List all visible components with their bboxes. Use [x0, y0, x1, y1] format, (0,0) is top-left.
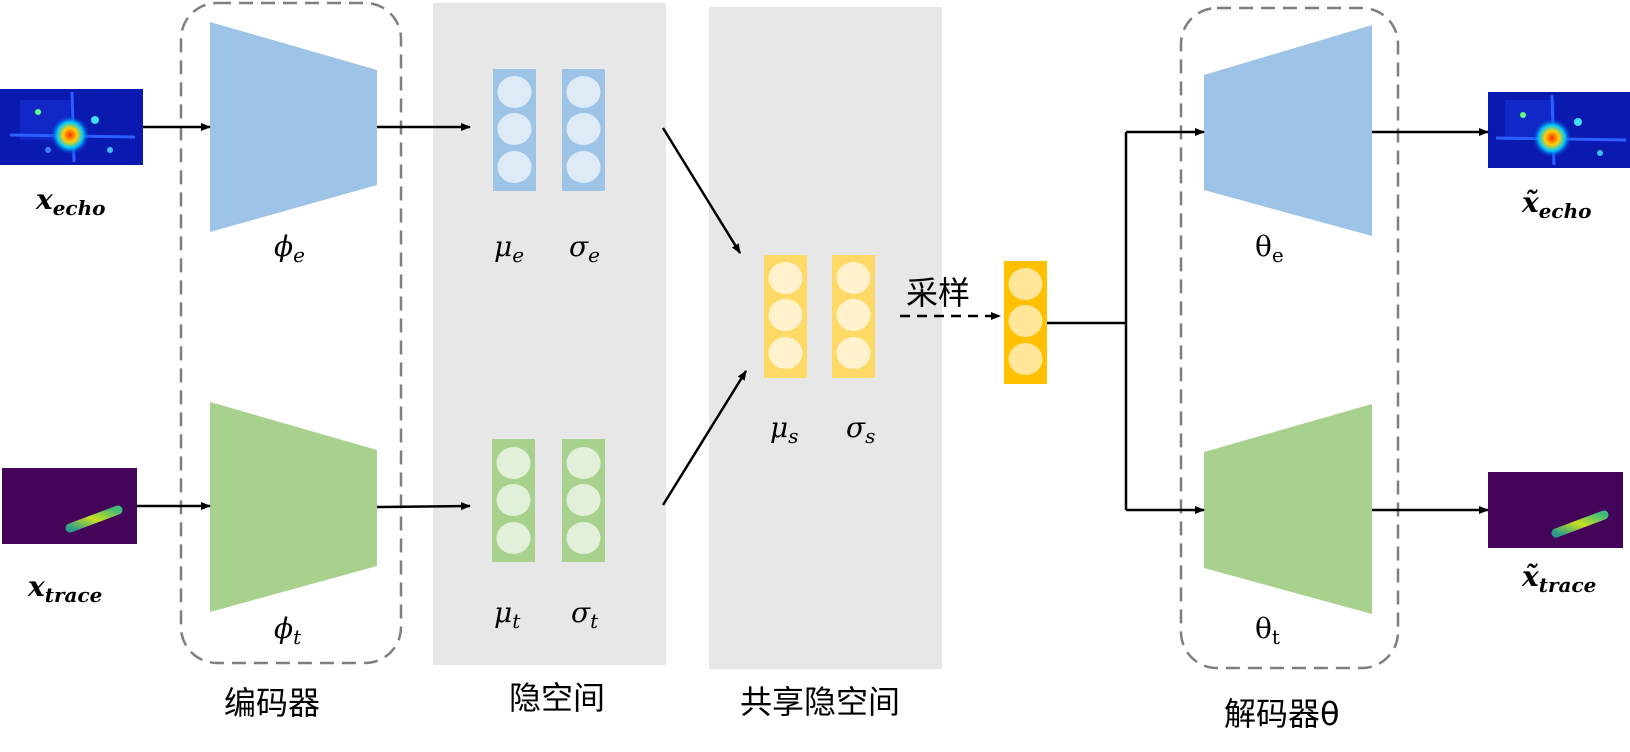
input-trace-image: [2, 468, 137, 544]
decoder-theta-e-label: θe: [1255, 230, 1284, 267]
encoder-group: [179, 1, 403, 665]
latent-space-title: 隐空间: [509, 679, 606, 717]
output-trace-label: x̃trace: [1522, 560, 1597, 597]
decoder-group: [1179, 6, 1400, 670]
decoder-title: 解码器θ: [1224, 695, 1340, 733]
mu-t-label: μt: [494, 596, 521, 633]
latent-vector-sigma-t: [562, 439, 605, 562]
decoder-echo-trapezoid: [1204, 25, 1372, 236]
arrow-latent-trace-to-shared: [661, 370, 748, 506]
latent-vector-mu-e: [493, 69, 536, 191]
output-echo-label: x̃echo: [1522, 186, 1592, 223]
encoder-phi-t-label: ϕt: [274, 612, 302, 649]
mu-s-label: μs: [770, 411, 799, 448]
input-echo-image: [0, 89, 143, 165]
decoder-trace-trapezoid: [1204, 404, 1372, 614]
encoder-trace-trapezoid: [210, 402, 377, 612]
encoder-title: 编码器: [224, 684, 321, 722]
input-trace-label: xtrace: [28, 570, 103, 607]
sigma-s-label: σs: [846, 411, 876, 448]
sampling-label: 采样: [906, 274, 971, 312]
arrow-latent-echo-to-shared: [661, 127, 742, 254]
decoder-theta-t-label: θt: [1255, 612, 1280, 649]
sigma-t-label: σt: [571, 596, 599, 633]
shared-latent-space-title: 共享隐空间: [740, 683, 901, 721]
latent-vector-mu-t: [492, 439, 535, 562]
mu-e-label: μe: [494, 230, 525, 267]
latent-space-panel: [433, 3, 666, 665]
sampled-vector: [1004, 261, 1047, 384]
output-echo-image: [1488, 92, 1630, 168]
shared-vector-mu-s: [764, 255, 807, 378]
arrow-encoder-trace-to-latent: [376, 502, 471, 511]
shared-latent-space-panel: [709, 7, 942, 669]
encoder-phi-e-label: ϕe: [274, 230, 305, 267]
input-echo-label: xecho: [36, 183, 106, 220]
encoder-echo-trapezoid: [210, 22, 377, 232]
sigma-e-label: σe: [569, 230, 600, 267]
output-trace-image: [1488, 472, 1623, 548]
latent-vector-sigma-e: [562, 69, 605, 191]
shared-vector-sigma-s: [832, 255, 875, 378]
arrows: [137, 123, 1489, 514]
